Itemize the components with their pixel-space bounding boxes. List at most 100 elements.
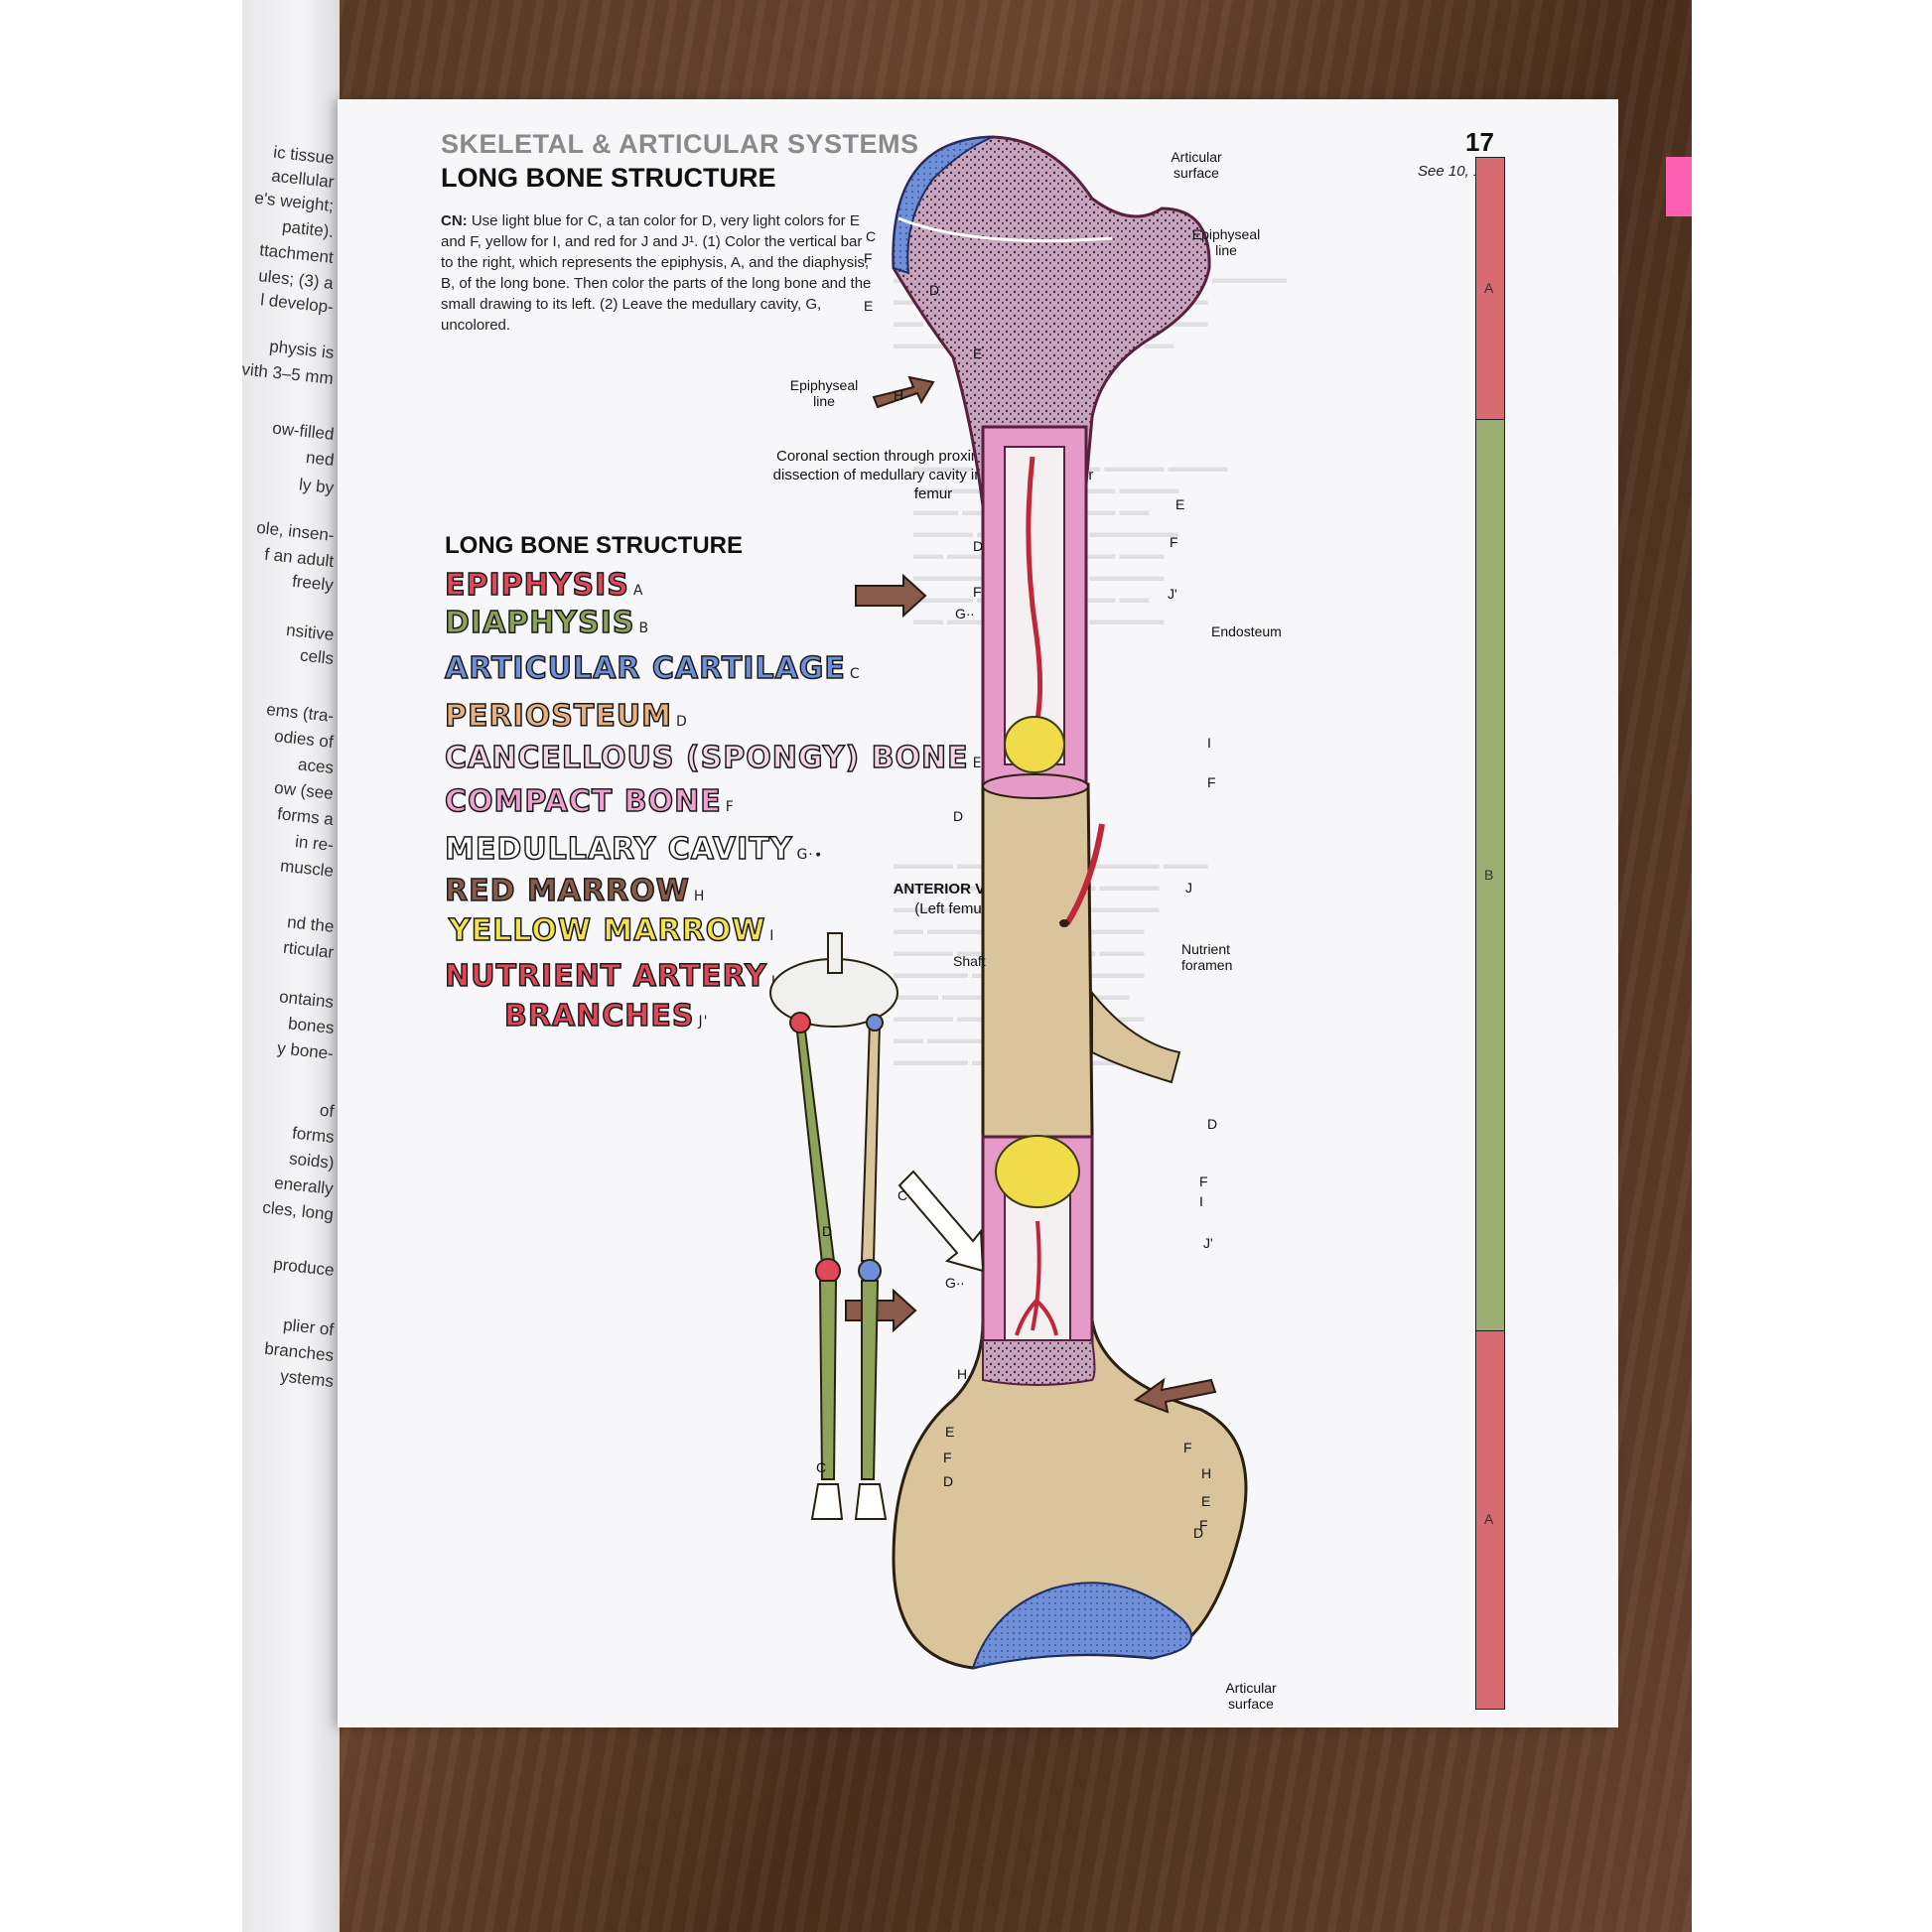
spine-vertebrae [827,932,843,974]
yellow-marrow-upper [1004,716,1065,773]
diagram-letter-label: F [1199,1517,1208,1533]
diagram-letter-label: D [1207,1116,1218,1132]
diagram-letter-label: H [957,1366,968,1382]
bar-segment-label: A [1484,280,1494,296]
page-title: LONG BONE STRUCTURE [441,163,776,193]
left-page-text-line: rticular [282,937,336,962]
diagram-letter-label: F [864,250,873,266]
diagram-letter-label: E [1175,496,1185,512]
right-knee [815,1258,841,1284]
left-page-text-line: f an adult [263,544,336,571]
left-page-text-line: aces [297,755,336,777]
red-marrow-arrow [1133,1377,1217,1414]
periosteum-flap [1091,990,1181,1084]
left-tibia [861,1280,880,1480]
left-page-text-line: in re- [294,832,336,855]
legend-item-name: ARTICULAR CARTILAGE [444,650,846,687]
red-marrow-arrow [855,573,927,619]
distal-spongy-bone [982,1339,1096,1386]
diagram-letter-label: C [897,1187,908,1203]
coloring-notes-text: Use light blue for C, a tan color for D,… [441,212,872,334]
left-page-text-line: freely [291,571,336,595]
legend-item-name: DIAPHYSIS [444,605,635,641]
nutrient-foramen [1059,919,1069,927]
section-header: SKELETAL & ARTICULAR SYSTEMS [441,129,919,159]
diagram-letter-label: E [1201,1493,1211,1509]
label-epiphyseal-line-left: Epiphyseal line [789,377,859,409]
diagram-letter-label: F [1170,534,1178,550]
left-page-text-line: ow (see [273,777,336,803]
legend-item-name: YELLOW MARROW [448,912,766,949]
coloring-notes: CN: Use light blue for C, a tan color fo… [441,210,878,336]
diagram-letter-label: D [1193,1525,1204,1541]
left-page-text-line: vith 3–5 mm [242,359,336,388]
left-page-text-line: cles, long [261,1197,336,1224]
bar-segment [1475,419,1505,1332]
diagram-letter-label: E [945,1424,955,1440]
textbook-page: ▬▬▬ ▬▬▬▬▬ ▬▬▬▬ ▬▬ ▬▬▬▬▬▬ ▬▬▬▬▬▬▬▬▬ ▬▬▬ ▬… [338,99,1692,1727]
diagram-letter-label: D [929,282,940,298]
bar-segment-label: B [1484,867,1494,883]
long-bone-diagram [769,135,1248,1670]
left-page-text-line: acellular [270,166,336,192]
legend-item-name: MEDULLARY CAVITY [444,831,793,868]
left-page-text-line: ontains [278,987,336,1012]
shaft-cut-top [982,773,1089,799]
left-page-text-line: ystems [279,1366,336,1391]
label-endosteum: Endosteum [1211,623,1282,639]
left-knee [858,1259,882,1283]
legend-item-letter: H [693,889,706,904]
lower-limb-skeleton-drawing [769,932,985,1520]
legend-item-letter: B [638,621,650,636]
diagram-letter-label: C [866,228,877,244]
left-page-text-line: ly by [298,475,336,497]
left-page-text-line: nsitive [285,621,336,644]
femoral-head-spongy-bone [892,135,1211,508]
lower-nutrient-branch [1015,1220,1058,1336]
left-foot [854,1483,888,1520]
legend-item-letter: A [632,583,644,599]
left-page-text-line: patite). [281,216,336,241]
diagram-letter-label: F [1183,1440,1192,1455]
legend-item-name: CANCELLOUS (SPONGY) BONE [444,740,969,776]
nutrient-artery [1064,823,1105,925]
diagram-letter-label: D [822,1223,833,1239]
legend-item-letter: J' [698,1014,709,1030]
left-page-text-line: physis is [268,337,336,362]
diagram-letter-label: F [1207,774,1216,790]
see-also-reference: See 10, 18 [1418,163,1490,180]
diagram-letter-label: I [1207,735,1211,751]
left-page-text-line: ic tissue [271,142,336,168]
label-articular-surface-bottom: Articular surface [1225,1680,1277,1712]
left-page-text-line: of [318,1100,336,1121]
diagram-letter-label: H [894,387,904,403]
epiphyseal-line [897,216,1113,242]
diagram-letter-label: F [943,1449,952,1465]
diagram-letter-label: G·∙ [955,606,975,621]
legend-item-name: EPIPHYSIS [444,567,629,604]
pink-sticky-tab [1666,157,1692,216]
legend-item-letter: E [972,756,983,771]
legend-item-name: NUTRIENT ARTERY [444,958,767,995]
articular-cartilage-top [892,136,994,275]
articular-cartilage-bottom [971,1582,1192,1670]
legend-item-letter: F [725,799,735,815]
bar-segment-label: A [1484,1511,1494,1527]
diagram-letter-label: D [973,538,984,554]
left-page-text-line: y bone- [276,1038,336,1063]
upper-nutrient-branch [1026,456,1043,736]
diagram-letter-label: E [864,298,874,314]
left-femur [860,1022,882,1262]
label-epiphyseal-line-right: Epiphyseal line [1191,226,1261,258]
left-page-text-line: nd the [286,912,336,936]
left-page-text-line: plier of [282,1314,336,1339]
left-page-text-line: forms a [276,804,336,829]
